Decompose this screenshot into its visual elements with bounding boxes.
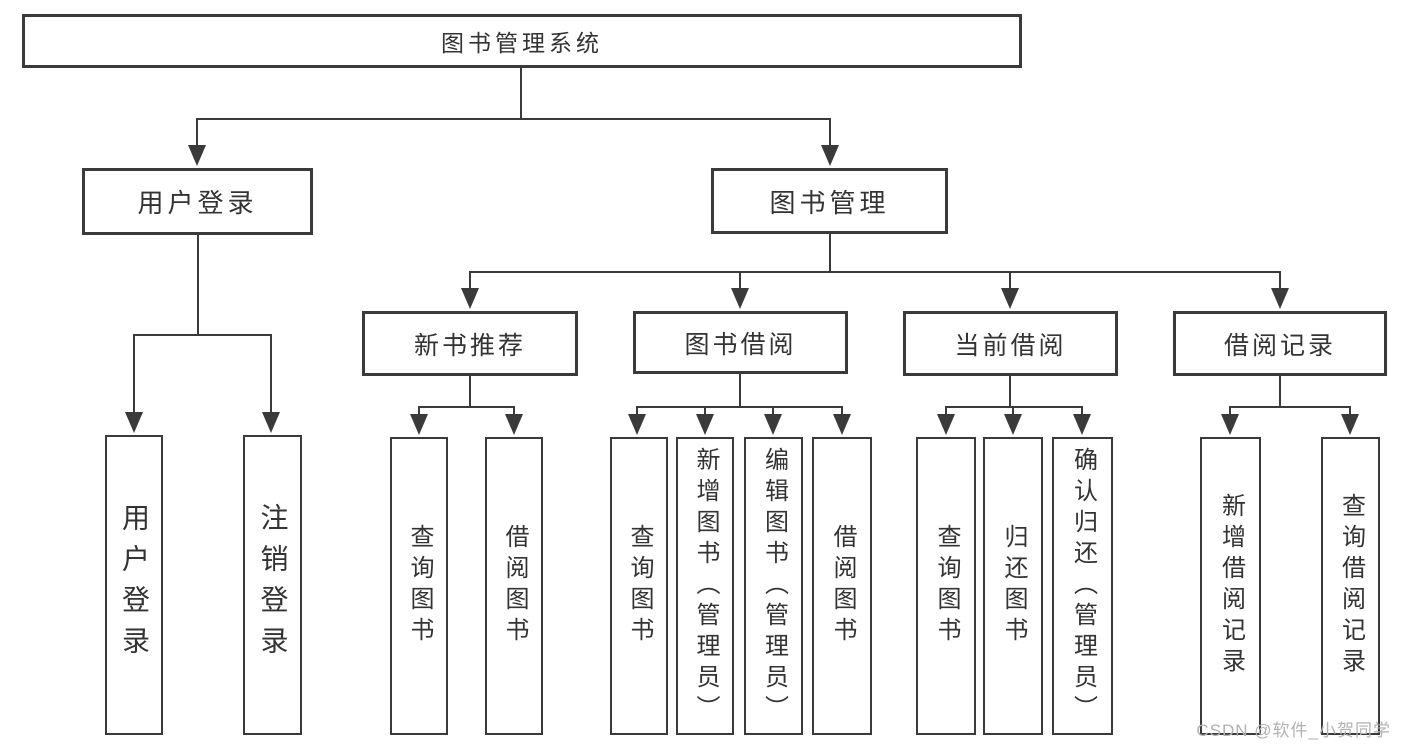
node-leaf-logout: 注销登录 [243,435,302,735]
leaf-label: 确认归还（管理员） [1069,446,1097,726]
leaf-label: 新增借阅记录 [1217,493,1245,679]
node-leaf-borrow-book-1: 借阅图书 [485,437,543,735]
leaf-label: 借阅图书 [829,524,856,648]
leaf-label: 用户登录 [119,503,150,667]
leaf-label: 借阅图书 [501,524,528,648]
node-leaf-confirm-return-admin: 确认归还（管理员） [1052,437,1113,735]
node-borrow-records: 借阅记录 [1173,311,1387,376]
node-leaf-user-login: 用户登录 [105,435,163,735]
leaf-label: 编辑图书（管理员） [760,446,788,726]
leaf-label: 注销登录 [257,503,289,667]
leaf-label: 查询图书 [626,524,653,648]
node-new-book-recommend: 新书推荐 [362,311,578,376]
node-leaf-return-book: 归还图书 [983,437,1043,735]
node-leaf-edit-book-admin: 编辑图书（管理员） [744,437,803,735]
node-root: 图书管理系统 [22,14,1022,68]
node-leaf-query-book-2: 查询图书 [610,437,668,735]
node-book-management: 图书管理 [711,168,948,234]
leaf-label: 查询图书 [933,524,960,648]
leaf-label: 查询图书 [406,524,433,648]
node-current-borrow: 当前借阅 [903,311,1118,376]
leaf-label: 查询借阅记录 [1337,493,1365,679]
node-book-borrow: 图书借阅 [633,311,848,374]
node-leaf-add-book-admin: 新增图书（管理员） [676,437,734,735]
node-leaf-add-borrow-record: 新增借阅记录 [1200,437,1261,735]
node-leaf-query-book-3: 查询图书 [916,437,976,735]
node-leaf-query-book-1: 查询图书 [390,437,448,735]
csdn-watermark: CSDN @软件_小贺同学 [1196,721,1391,740]
leaf-label: 新增图书（管理员） [692,446,719,726]
node-user-login: 用户登录 [82,168,313,235]
leaf-label: 归还图书 [1000,524,1027,648]
node-leaf-query-borrow-record: 查询借阅记录 [1321,437,1380,735]
node-leaf-borrow-book-2: 借阅图书 [812,437,872,735]
